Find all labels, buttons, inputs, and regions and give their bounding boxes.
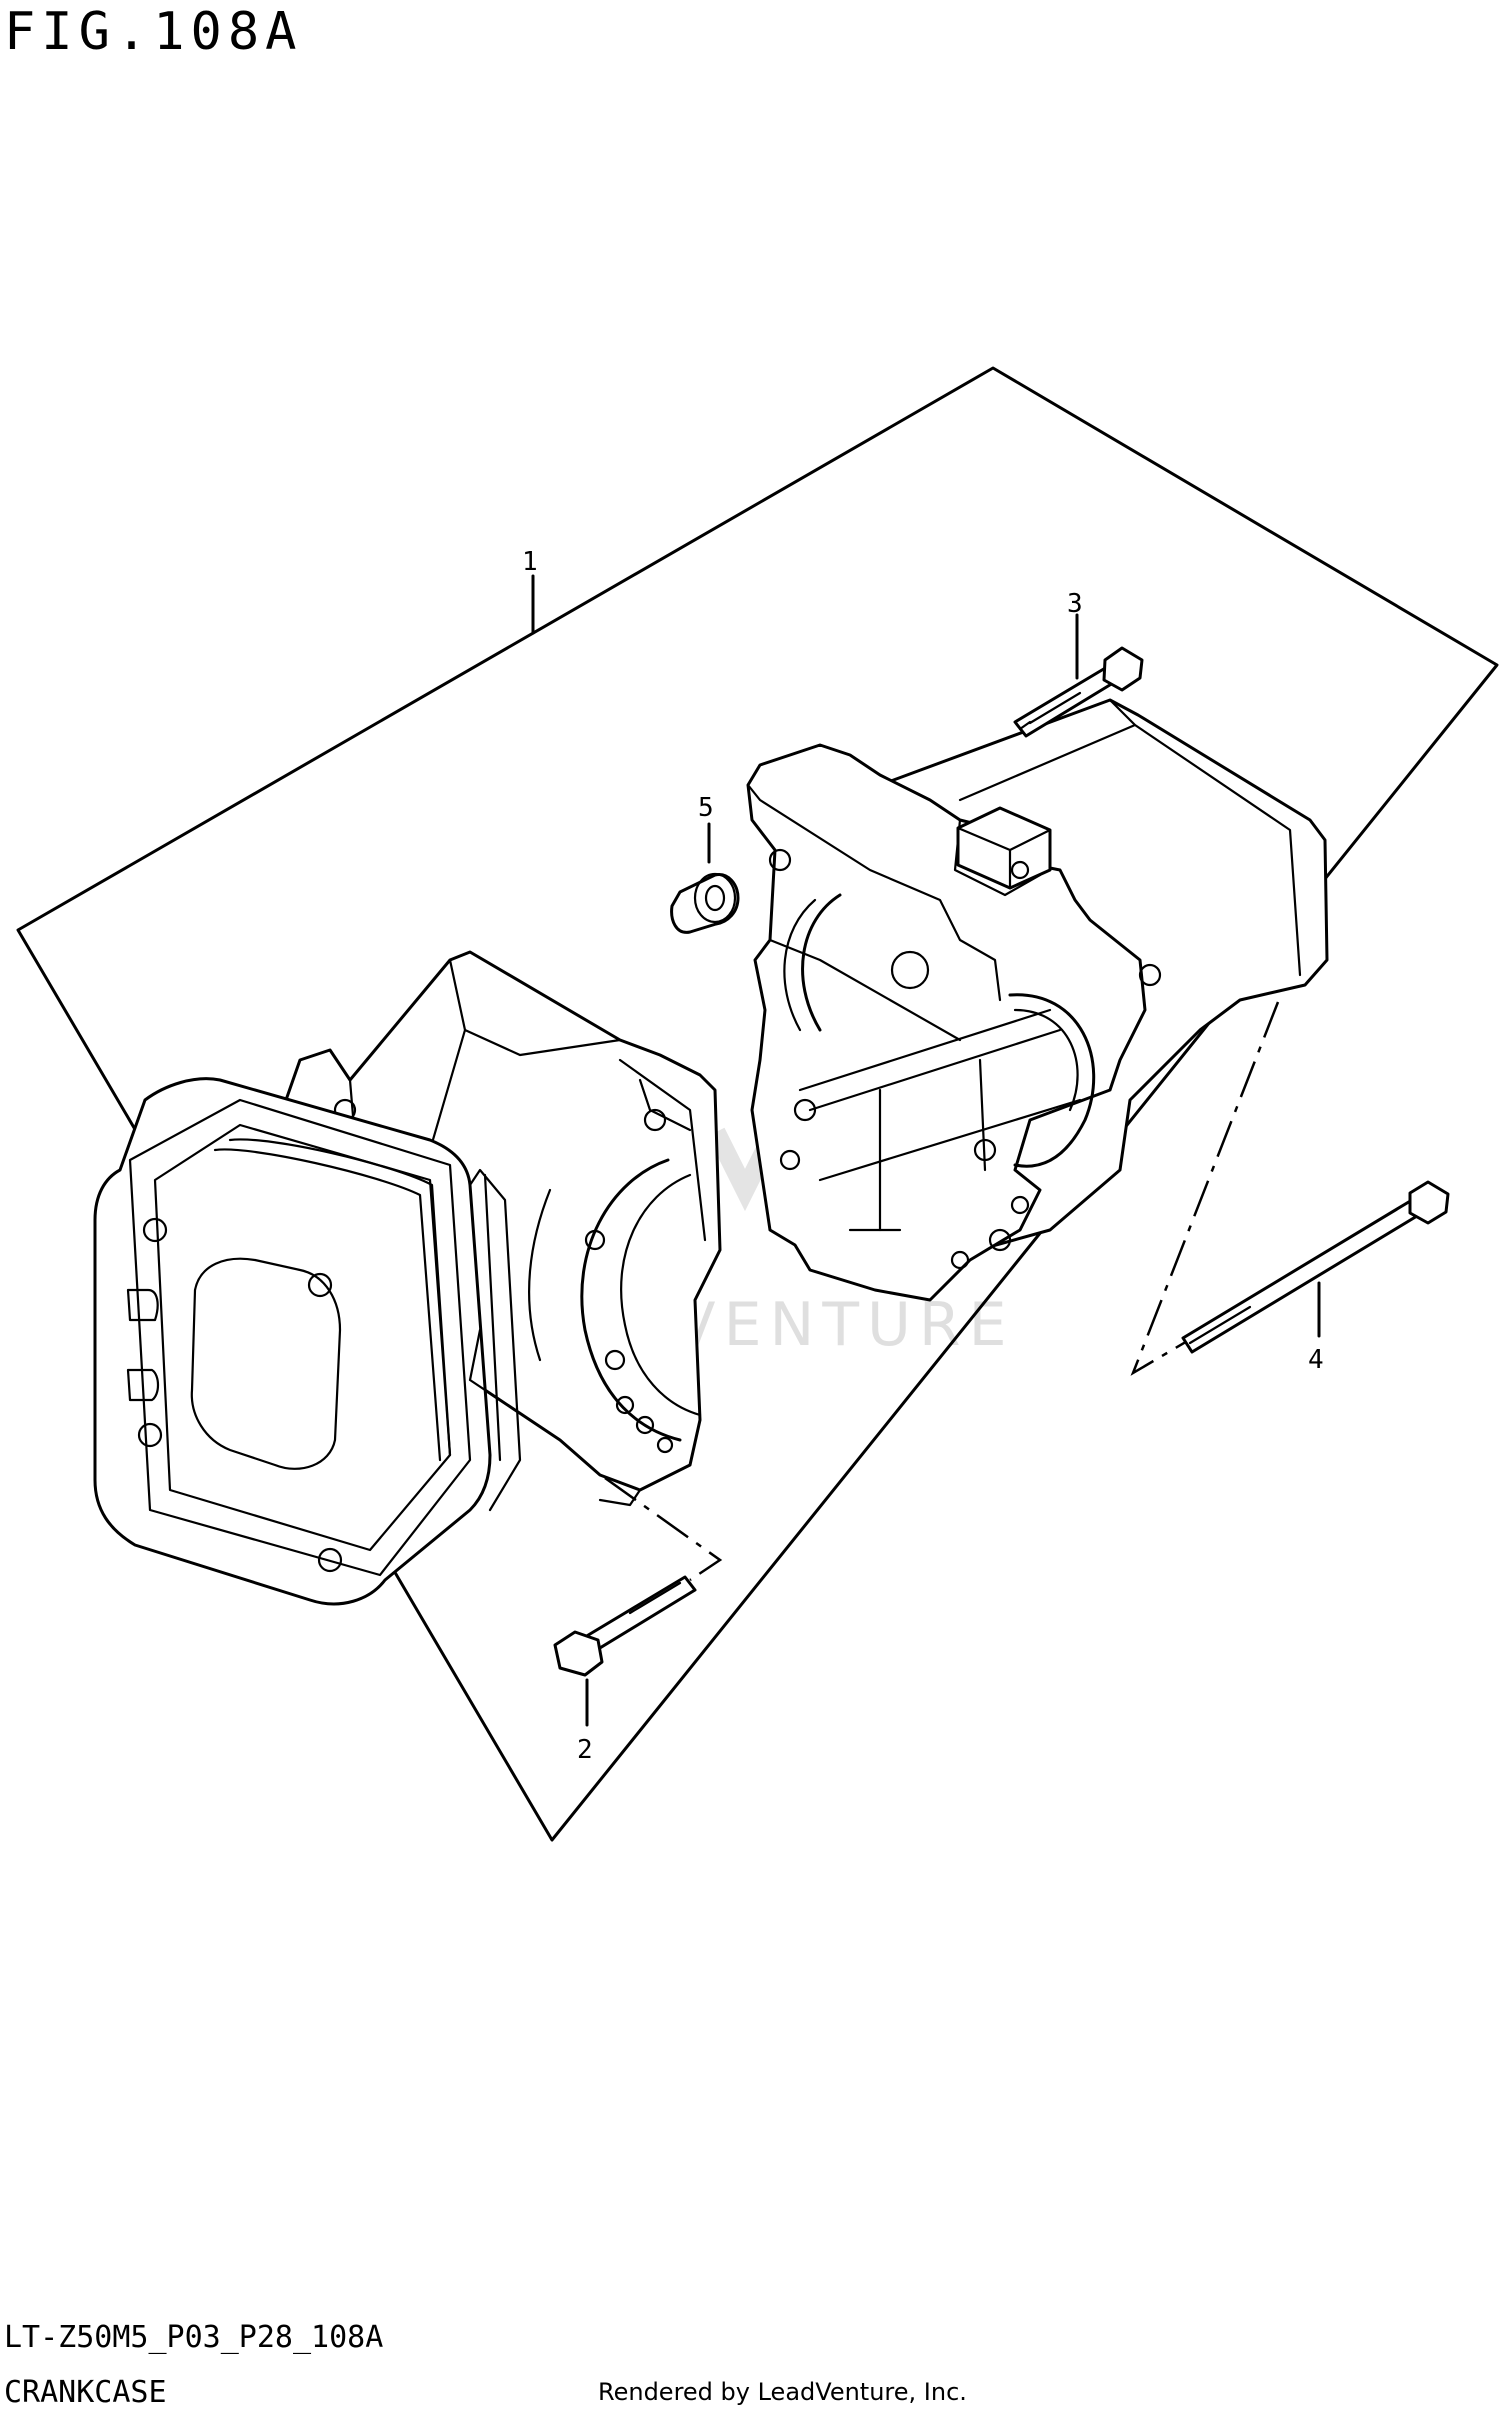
model-code: LT-Z50M5_P03_P28_108A [4,2320,384,2355]
callout-3: 3 [1067,589,1083,619]
render-credit: Rendered by LeadVenture, Inc. [598,2378,967,2406]
callout-2: 2 [577,1735,593,1765]
left-crankcase-half [93,950,722,1606]
section-name: CRANKCASE [4,2375,167,2410]
callout-labels: 1 2 3 4 5 [522,547,1324,1765]
bolt-2 [553,1575,697,1677]
figure-title: FIG.108A [4,2,303,62]
dowel-pin-5 [670,872,740,934]
right-crankcase-half [746,698,1329,1302]
callout-1: 1 [522,547,538,577]
bolt-4 [1181,1180,1450,1354]
callout-leaders [531,574,1321,1727]
callout-5: 5 [698,793,714,823]
callout-4: 4 [1308,1345,1324,1375]
bolt-3 [1013,646,1144,738]
